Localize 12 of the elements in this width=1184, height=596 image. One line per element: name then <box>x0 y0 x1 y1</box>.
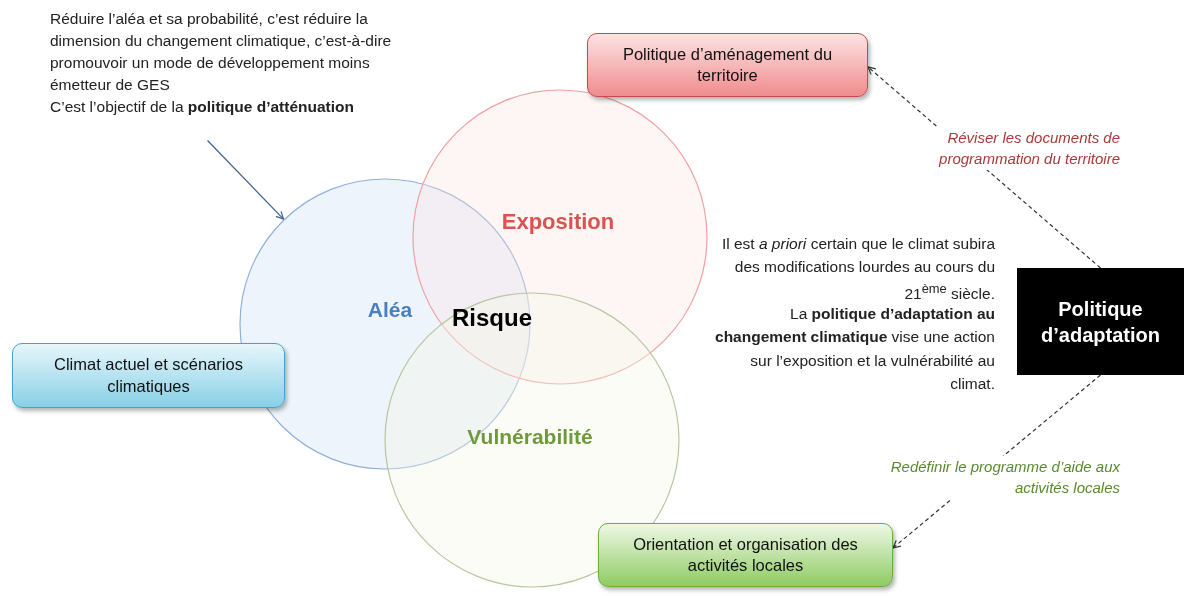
arrow <box>206 139 285 220</box>
circle-label: Exposition <box>501 209 615 235</box>
circle-label: Aléa <box>367 298 413 322</box>
policy-box: Politique d’aménagement du territoire <box>587 33 868 97</box>
center-label: Risque <box>452 304 532 332</box>
note-text: C’est l’objectif de la politique d’atténuation <box>50 97 356 117</box>
circle-label: Vulnérabilité <box>467 425 593 449</box>
paragraph: Il est a priori certain que le climat subira des modifications lourdes au cours du 21$^{ème}$ siècle. <box>720 234 995 304</box>
policy-box: Climat actuel et scénarios climatiques <box>12 343 285 408</box>
paragraph: La politique d’adaptation au changement climatique vise une action sur l’exposition et la vulnérabilité au climat. <box>715 304 995 394</box>
policy-box: Orientation et organisation des activités locales <box>598 523 893 587</box>
policy-box: Politique d’adaptation <box>1017 268 1184 375</box>
